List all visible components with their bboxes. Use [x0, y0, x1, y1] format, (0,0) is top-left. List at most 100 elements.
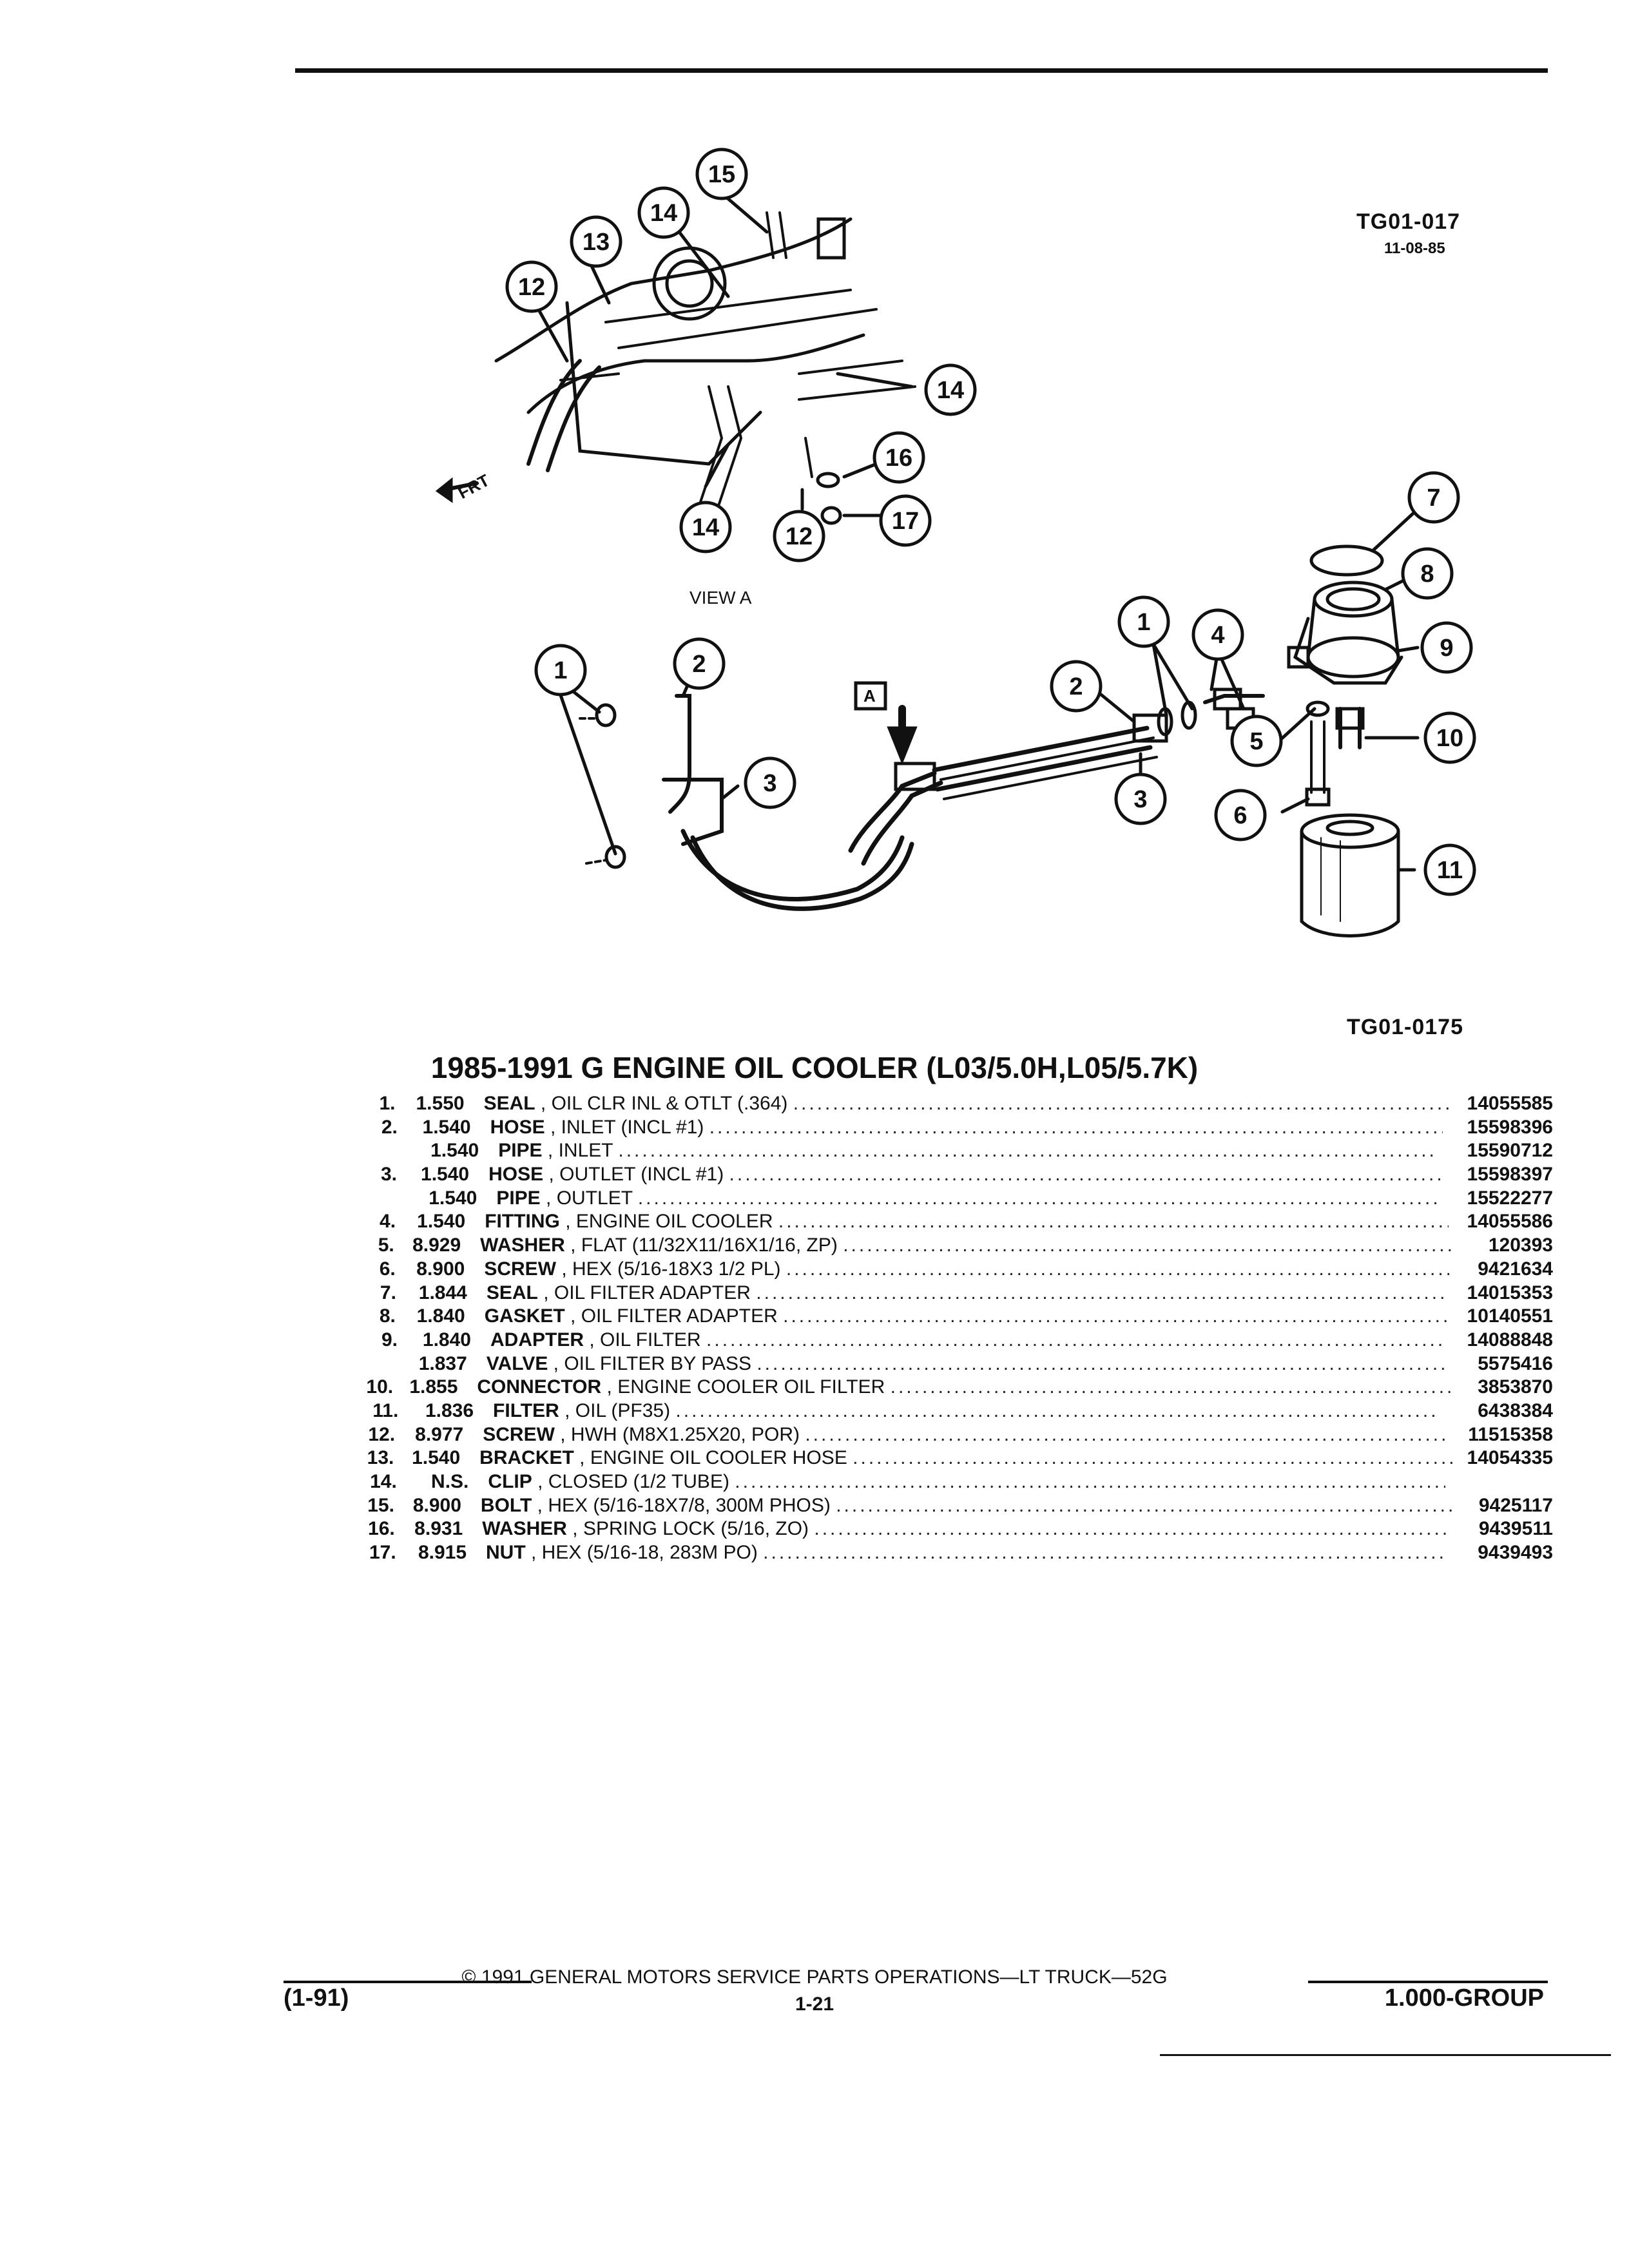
leader-dots: ........................................… [793, 1093, 1450, 1114]
leader-dots: ........................................… [735, 1471, 1445, 1492]
part-number: 14088848 [1467, 1329, 1553, 1350]
group-number: 1.540 [430, 1140, 479, 1162]
group-number: 1.844 [418, 1282, 467, 1303]
leader-dots: ........................................… [618, 1140, 1434, 1162]
part-number: 14055586 [1467, 1211, 1553, 1233]
part-name: FITTING [485, 1211, 560, 1233]
part-description: HOSE , OUTLET (INCL #1) ................… [488, 1163, 1445, 1187]
item-number: 2. [381, 1116, 398, 1138]
callout-circle [1114, 773, 1167, 825]
callout-circle [1401, 547, 1454, 600]
callout-circle [570, 215, 622, 268]
callout-number: 8 [1420, 561, 1434, 588]
bottom-rule [1160, 2054, 1611, 2056]
callout-number: 2 [692, 651, 706, 678]
item-number: 4. [380, 1211, 396, 1233]
group-number: 8.900 [416, 1258, 465, 1280]
part-name: WASHER [480, 1235, 565, 1256]
callout-number: 1 [554, 657, 567, 684]
part-number: 10140551 [1467, 1305, 1553, 1327]
footer-group: 1.000-GROUP [1384, 1984, 1544, 2012]
item-number: 12. [368, 1423, 396, 1445]
item-number: 11. [372, 1399, 399, 1421]
leader-dots: ........................................… [814, 1518, 1451, 1540]
item-number: 7. [380, 1282, 396, 1303]
callout-number: 14 [692, 514, 719, 541]
callout-circle [773, 510, 825, 562]
part-detail: , CLOSED (1/2 TUBE) [532, 1471, 735, 1492]
part-name: HOSE [488, 1164, 544, 1186]
diagram-code-top: TG01-017 [1356, 209, 1461, 234]
view-a-label: VIEW A [689, 588, 752, 608]
leader-dots: ........................................… [709, 1116, 1443, 1138]
leader-dots: ........................................… [637, 1187, 1437, 1209]
leader-dots: ........................................… [890, 1376, 1456, 1398]
item-number: 5. [378, 1235, 394, 1256]
part-number: 14015353 [1467, 1282, 1554, 1303]
parts-row: 14.N.S.CLIP , CLOSED (1/2 TUBE) ........… [361, 1470, 1553, 1494]
part-detail: , OIL (PF35) [559, 1399, 676, 1421]
callout-circle [534, 644, 587, 697]
part-number: 11515358 [1468, 1423, 1554, 1445]
part-name: BOLT [480, 1494, 532, 1516]
part-description: CONNECTOR , ENGINE COOLER OIL FILTER ...… [477, 1376, 1456, 1399]
callout-number: 10 [1436, 725, 1463, 752]
part-description: VALVE , OIL FILTER BY PASS .............… [487, 1352, 1447, 1376]
leader-dots: ........................................… [786, 1258, 1449, 1280]
item-number: 3. [381, 1164, 398, 1186]
part-description: WASHER , SPRING LOCK (5/16, ZO) ........… [482, 1517, 1451, 1541]
part-number: 15598397 [1467, 1164, 1553, 1186]
leader-dots: ........................................… [756, 1282, 1447, 1303]
page-number: 1-21 [795, 1994, 834, 2015]
callout-circle [872, 431, 925, 484]
group-number: 8.931 [414, 1518, 463, 1540]
callout-number: 12 [786, 523, 813, 550]
section-title: 1985-1991 G ENGINE OIL COOLER (L03/5.0H,… [430, 1051, 1199, 1084]
part-detail: , HEX (5/16-18, 283M PO) [525, 1542, 764, 1564]
part-description: SCREW , HEX (5/16-18X3 1/2 PL) .........… [484, 1258, 1449, 1282]
top-rule [295, 68, 1548, 73]
callout-circle [1117, 595, 1170, 648]
group-number: 8.915 [418, 1542, 467, 1564]
part-description: BRACKET , ENGINE OIL COOLER HOSE .......… [479, 1446, 1454, 1470]
callout-a-label: A [863, 686, 876, 706]
group-number: 1.836 [425, 1399, 474, 1421]
part-name: WASHER [482, 1518, 567, 1540]
part-detail: , FLAT (11/32X11/16X1/16, ZP) [564, 1235, 843, 1256]
part-description: WASHER , FLAT (11/32X11/16X1/16, ZP) ...… [480, 1234, 1453, 1258]
part-name: CONNECTOR [477, 1376, 602, 1398]
part-number: 9439511 [1478, 1518, 1553, 1540]
item-number: 13. [367, 1447, 394, 1469]
item-number: 8. [379, 1305, 396, 1327]
callout-circle [679, 501, 732, 553]
part-name: SCREW [483, 1423, 555, 1445]
part-number: 5575416 [1478, 1352, 1553, 1374]
part-number: 9421634 [1478, 1258, 1553, 1280]
footer-date-code: (1-91) [284, 1984, 349, 2012]
part-name: SEAL [483, 1093, 535, 1114]
part-detail: , ENGINE OIL COOLER [559, 1211, 778, 1233]
part-description: HOSE , INLET (INCL #1) .................… [490, 1116, 1443, 1140]
part-name: BRACKET [479, 1447, 574, 1469]
callout-number: 4 [1211, 622, 1224, 649]
part-number: 14054335 [1467, 1447, 1553, 1469]
callout-number: 9 [1440, 635, 1453, 662]
callout-circle [1407, 471, 1460, 524]
leader-dots: ........................................… [805, 1423, 1450, 1445]
group-number: 8.900 [412, 1494, 461, 1516]
footer-rule-right [1308, 1981, 1548, 1983]
part-detail: , SPRING LOCK (5/16, ZO) [566, 1518, 815, 1540]
part-number: 6438384 [1478, 1399, 1553, 1421]
part-number: 15590712 [1467, 1140, 1553, 1162]
group-number: 1.540 [422, 1116, 471, 1138]
part-detail: , OUTLET (INCL #1) [543, 1164, 729, 1186]
callout-number: 14 [937, 377, 964, 404]
